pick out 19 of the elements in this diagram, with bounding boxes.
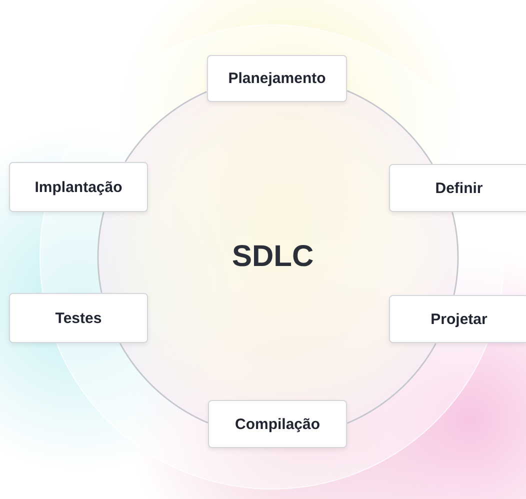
connector-arc — [346, 90, 433, 164]
stage-label: Implantação — [34, 178, 122, 196]
stage-label: Definir — [435, 180, 483, 196]
connector-arc — [124, 91, 207, 162]
stage-box — [389, 164, 526, 212]
stage-box — [389, 295, 526, 343]
stage-box — [207, 55, 347, 102]
stage-label: Compilação — [234, 416, 320, 432]
connector-arc — [452, 212, 459, 296]
stage-box — [9, 293, 148, 343]
stage-box — [9, 162, 148, 212]
stage-label: Testes — [55, 310, 102, 326]
connector-arc — [347, 343, 436, 424]
stage-label: Projetar — [430, 310, 488, 328]
connector-arc — [97, 212, 104, 294]
stage-label: Planejamento — [228, 70, 326, 87]
stage-box — [208, 400, 347, 448]
connector-arc — [119, 342, 208, 424]
center-title: SDLC — [232, 240, 314, 274]
